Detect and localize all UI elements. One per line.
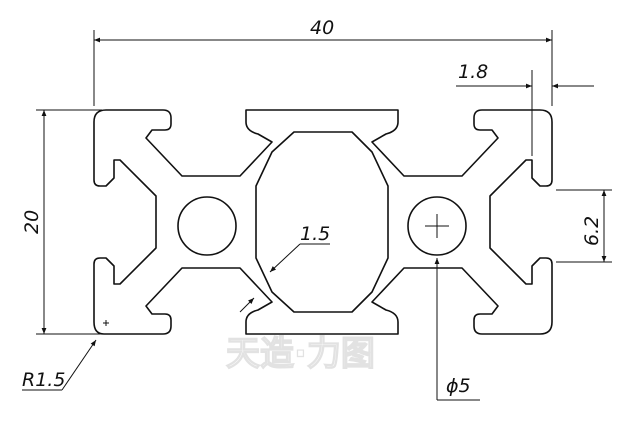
center-cavity: [255, 131, 389, 313]
height-label: 20: [21, 210, 43, 234]
dim-slot-lip: 1.8: [456, 61, 594, 156]
wall-label: 1.5: [300, 223, 330, 245]
left-bore: [177, 196, 237, 256]
dim-width: 40: [93, 17, 553, 106]
slot-lip-label: 1.8: [458, 61, 488, 83]
dim-hole: ϕ5: [434, 258, 480, 401]
width-label: 40: [310, 17, 334, 39]
watermark: 天造·力图: [226, 334, 375, 374]
hole-label: ϕ5: [446, 375, 471, 397]
slot-depth-label: 6.2: [581, 216, 603, 246]
dim-wall: 1.5: [239, 223, 330, 313]
dim-slot-depth: 6.2: [556, 189, 612, 263]
radius-label: R1.5: [22, 369, 65, 391]
dim-radius: R1.5: [22, 339, 97, 391]
dim-height: 20: [21, 109, 102, 335]
